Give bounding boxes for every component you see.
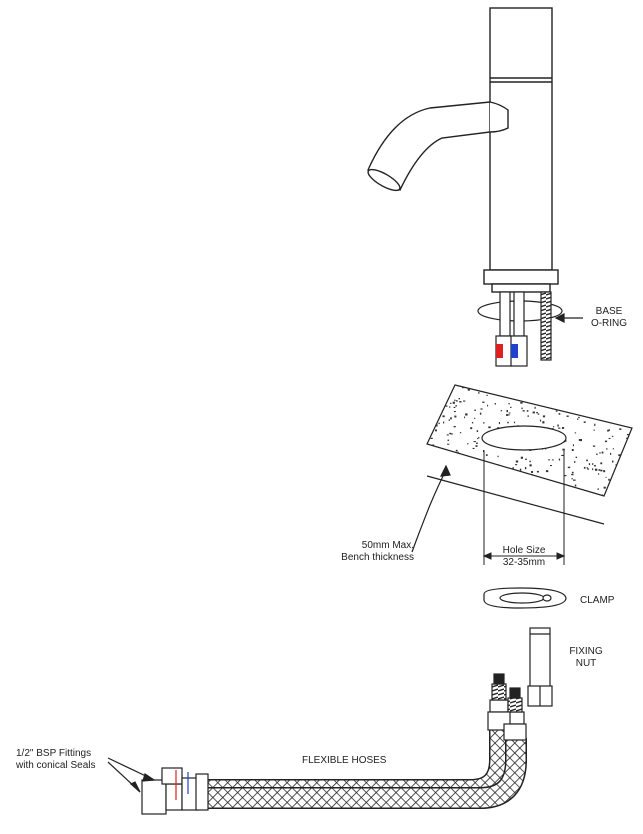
bsp-arrows: [107, 757, 156, 793]
bsp-fittings-label: 1/2" BSP Fittings with conical Seals: [16, 748, 95, 772]
tap-tails: [495, 291, 528, 367]
bench-thickness-label: 50mm Max. Bench thickness: [322, 540, 414, 564]
fixing-label-line1: FIXING: [569, 646, 603, 657]
hole-size-dimension: [482, 450, 566, 565]
bench-label-line1: 50mm Max.: [361, 540, 414, 551]
hole-label-line1: Hole Size: [502, 545, 546, 556]
threaded-stud: [540, 291, 552, 361]
tap-column: [489, 7, 553, 271]
base-label-line1: BASE: [595, 306, 623, 317]
fixing-label-line2: NUT: [575, 658, 597, 669]
bsp-label-line1: 1/2" BSP Fittings: [16, 748, 92, 759]
flexible-hoses: [196, 730, 527, 809]
flexible-hoses-label: FLEXIBLE HOSES: [302, 755, 387, 766]
hot-marker: [496, 344, 503, 358]
cold-marker: [511, 344, 518, 358]
fixing-nut: [527, 627, 553, 707]
tap-base: [483, 269, 559, 293]
fixing-nut-label: FIXING NUT: [562, 646, 610, 670]
tap-body: [367, 7, 553, 271]
hole-size-label: Hole Size 32-35mm: [490, 545, 558, 569]
bench-thickness-arrow: [411, 464, 451, 553]
base-arrow: [554, 313, 583, 323]
bench-label-line2: Bench thickness: [341, 552, 414, 563]
base-o-ring-label: BASE O-RING: [585, 306, 633, 330]
clamp: [483, 587, 567, 609]
bench-top: [426, 384, 633, 525]
bsp-fittings: [141, 767, 209, 815]
base-label-line2: O-RING: [590, 318, 628, 329]
bench-hole: [481, 425, 567, 451]
bsp-label-line2: with conical Seals: [16, 760, 96, 771]
clamp-label: CLAMP: [580, 595, 615, 606]
hose-top-fittings: [487, 673, 527, 741]
hole-label-line2: 32-35mm: [502, 557, 546, 568]
